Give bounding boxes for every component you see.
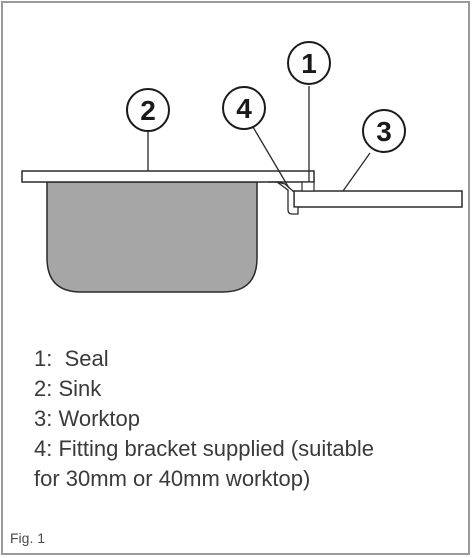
callout-1: 1 <box>287 41 331 85</box>
legend-list: 1: Seal 2: Sink 3: Worktop 4: Fitting br… <box>34 344 374 494</box>
sink-rim <box>21 170 315 183</box>
fitting-bracket <box>276 181 299 215</box>
seal <box>301 181 315 192</box>
svg-text:2: 2 <box>140 95 156 126</box>
sink-bowl <box>46 181 258 293</box>
sink-installation-diagram: 1 2 3 4 <box>21 41 463 293</box>
leader-line-3 <box>342 152 371 192</box>
legend-item-sink: 2: Sink <box>34 376 102 401</box>
callout-3: 3 <box>362 109 406 153</box>
leader-line-4 <box>252 126 290 189</box>
worktop <box>293 190 463 208</box>
legend-item-worktop: 3: Worktop <box>34 406 140 431</box>
callout-4: 4 <box>222 86 266 130</box>
figure-label: Fig. 1 <box>10 530 46 546</box>
legend-item-bracket: 4: Fitting bracket supplied (suitable <box>34 436 374 461</box>
callout-2: 2 <box>126 88 170 132</box>
svg-text:1: 1 <box>301 48 317 79</box>
svg-text:4: 4 <box>236 93 252 124</box>
legend-item-seal: 1: Seal <box>34 346 109 371</box>
svg-text:3: 3 <box>376 116 392 147</box>
legend-item-bracket-continued: for 30mm or 40mm worktop) <box>34 466 311 491</box>
